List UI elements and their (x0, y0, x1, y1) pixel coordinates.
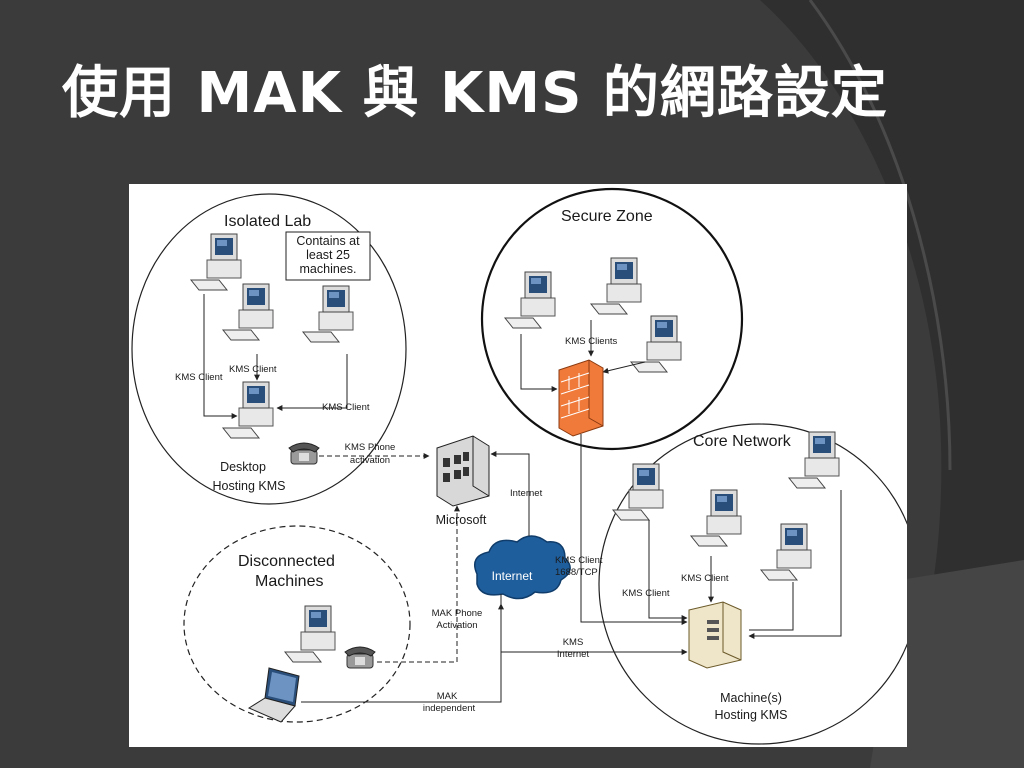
computer-icon (590, 257, 642, 315)
label-kms-internet: Internet (557, 649, 590, 660)
phone-icon (344, 646, 376, 669)
label-kms-client-mid: KMS Client (229, 364, 277, 375)
label-internet-cloud: Internet (492, 569, 533, 583)
note-box (285, 231, 371, 281)
computer-icon (760, 523, 812, 581)
label-machines: Machine(s) (720, 691, 782, 705)
label-mak-phone-activation: Activation (436, 620, 477, 631)
computer-icon (302, 285, 354, 343)
label-desktop: Desktop (220, 460, 266, 474)
firewall-icon (558, 359, 604, 437)
internet-cloud-icon (474, 535, 571, 600)
mak-phone-activation-line (377, 505, 460, 663)
connector-line (648, 520, 688, 621)
label-kms-client-1688: KMS Client (555, 555, 603, 566)
zone-label-disconnected-1: Disconnected (238, 553, 335, 570)
label-kms-phone-activation: activation (350, 455, 390, 466)
label-machines-hosting-kms: Hosting KMS (715, 708, 788, 722)
note-line-2: least 25 (306, 248, 350, 262)
zone-label-core-network: Core Network (693, 433, 792, 450)
zone-label-isolated-lab: Isolated Lab (224, 213, 311, 230)
internet-to-microsoft-line (490, 451, 530, 536)
connector-line (602, 361, 646, 374)
core-network-zone (598, 423, 907, 745)
laptop-icon (247, 667, 300, 723)
label-kms-client-core-left: KMS Client (622, 588, 670, 599)
note-line-1: Contains at (296, 234, 360, 248)
label-kms-client-core-mid: KMS Client (681, 573, 729, 584)
computer-icon (284, 605, 336, 663)
label-1688-tcp: 1688/TCP (555, 567, 598, 578)
label-kms-phone: KMS Phone (345, 442, 396, 453)
computer-icon (612, 463, 664, 521)
secure-zone-circle (480, 187, 744, 451)
zone-label-disconnected-2: Machines (255, 573, 323, 590)
label-hosting-kms: Hosting KMS (213, 479, 286, 493)
kms-internet-line (500, 594, 688, 655)
connector-line (276, 354, 348, 411)
computer-icon (504, 271, 556, 329)
label-mak: MAK (437, 691, 458, 702)
slide-title: 使用 MAK 與 KMS 的網路設定 (62, 61, 888, 126)
label-mak-independent: independent (423, 703, 476, 714)
label-kms-clients-secure: KMS Clients (565, 336, 618, 347)
kms-client-1688-line (580, 434, 688, 625)
label-internet-top: Internet (510, 488, 543, 499)
label-kms-client-left: KMS Client (175, 372, 223, 383)
network-diagram: Isolated Lab Secure Zone Core Network Di… (129, 184, 907, 747)
connector-line (203, 294, 238, 419)
label-mak-phone: MAK Phone (432, 608, 483, 619)
label-microsoft: Microsoft (436, 513, 487, 527)
connector-line (520, 334, 558, 392)
label-kms: KMS (563, 637, 584, 648)
connector-line (748, 490, 842, 639)
connector-line (749, 582, 794, 631)
zone-label-secure-zone: Secure Zone (561, 208, 653, 225)
computer-icon (690, 489, 742, 547)
computer-icon (190, 233, 242, 291)
phone-icon (288, 442, 320, 465)
isolated-lab-zone (131, 193, 407, 505)
kms-host-server-icon (688, 601, 742, 669)
microsoft-server-icon (436, 435, 490, 507)
label-kms-client-right: KMS Client (322, 402, 370, 413)
disconnected-machines-zone (183, 525, 411, 723)
computer-icon (788, 431, 840, 489)
note-line-3: machines. (300, 262, 357, 276)
kms-host-computer-icon (222, 381, 274, 439)
computer-icon (222, 283, 274, 341)
